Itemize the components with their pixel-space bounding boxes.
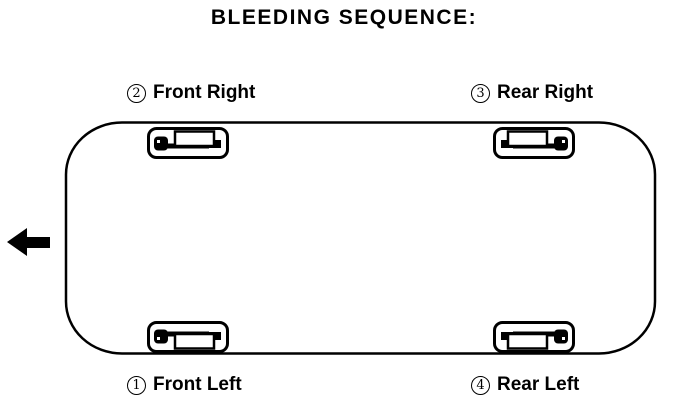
wheel-label-text: Rear Right (497, 82, 594, 103)
wheel-caliper-icon-rear-left (493, 321, 575, 353)
wheel-label-rear-right: 3 Rear Right (471, 82, 593, 104)
sequence-number-badge: 2 (127, 83, 146, 103)
wheel-caliper-icon-rear-right (493, 127, 575, 159)
wheel-label-text: Front Right (153, 82, 256, 103)
wheel-label-text: Rear Left (497, 374, 580, 395)
wheel-label-front-right: 2 Front Right (127, 82, 255, 104)
diagram-title: BLEEDING SEQUENCE: (210, 6, 478, 29)
sequence-number-badge: 3 (471, 83, 490, 103)
sequence-number-badge: 1 (127, 375, 146, 395)
wheel-label-text: Front Left (153, 374, 242, 395)
wheel-label-front-left: 1 Front Left (127, 374, 242, 396)
front-direction-arrow-icon (7, 228, 50, 256)
wheel-caliper-icon-front-left (147, 321, 229, 353)
wheel-label-rear-left: 4 Rear Left (471, 374, 579, 396)
car-body-outline (64, 121, 657, 355)
wheel-caliper-icon-front-right (147, 127, 229, 159)
sequence-number-badge: 4 (471, 375, 490, 395)
